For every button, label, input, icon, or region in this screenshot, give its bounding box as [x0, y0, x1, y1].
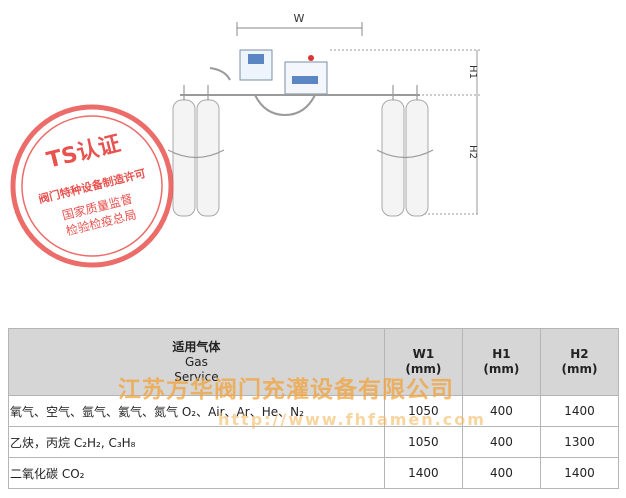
row-h1-cell: 400	[461, 457, 541, 489]
width-dimension	[236, 22, 363, 36]
seal-ts-text: TS认证	[44, 131, 123, 173]
header-w1: W1 (mm)	[383, 328, 463, 396]
height-dimensions	[330, 49, 480, 215]
table-header-row: 适用气体 Gas Service W1 (mm) H1 (mm) H2 (mm)	[8, 328, 620, 396]
row-h1-cell: 400	[461, 395, 541, 427]
manifold-pipe	[180, 67, 420, 117]
header-w1-unit: (mm)	[405, 362, 442, 376]
header-h1-unit: (mm)	[483, 362, 520, 376]
header-gas-service: 适用气体 Gas Service	[8, 328, 385, 396]
row-gas-cell: 二氧化碳 CO₂	[8, 457, 385, 489]
cylinders	[172, 99, 429, 217]
h1-label: H1	[467, 65, 478, 79]
row-w1-cell: 1050	[383, 395, 463, 427]
width-label: W	[294, 12, 305, 25]
spec-table: 适用气体 Gas Service W1 (mm) H1 (mm) H2 (mm)…	[8, 328, 620, 489]
header-h1: H1 (mm)	[461, 328, 541, 396]
header-gas-en2: Service	[174, 369, 219, 384]
ts-seal-stamp: TS认证 阀门特种设备制造许可 国家质量监督 检验检疫总局	[10, 104, 174, 268]
row-h2-cell: 1400	[539, 395, 620, 427]
control-box-left	[239, 49, 273, 81]
row-h2-cell: 1400	[539, 457, 620, 489]
h2-label: H2	[467, 145, 478, 159]
row-h1-cell: 400	[461, 426, 541, 458]
table-row: 乙炔，丙烷 C₂H₂, C₃H₈ 1050 400 1300	[8, 426, 620, 458]
table-row: 二氧化碳 CO₂ 1400 400 1400	[8, 457, 620, 489]
row-gas-cell: 氧气、空气、氩气、氦气、氮气 O₂、Air、Ar、He、N₂	[8, 395, 385, 427]
header-gas-cn: 适用气体	[172, 339, 221, 354]
row-w1-cell: 1400	[383, 457, 463, 489]
header-gas-en1: Gas	[184, 354, 208, 369]
row-w1-cell: 1050	[383, 426, 463, 458]
row-gas-cell: 乙炔，丙烷 C₂H₂, C₃H₈	[8, 426, 385, 458]
header-h2: H2 (mm)	[539, 328, 620, 396]
table-row: 氧气、空气、氩气、氦气、氮气 O₂、Air、Ar、He、N₂ 1050 400 …	[8, 395, 620, 427]
header-h2-unit: (mm)	[561, 362, 598, 376]
row-h2-cell: 1300	[539, 426, 620, 458]
manifold-diagram: W H1 H2 TS认证 阀门特种设备制造许可 国家质	[10, 12, 480, 268]
